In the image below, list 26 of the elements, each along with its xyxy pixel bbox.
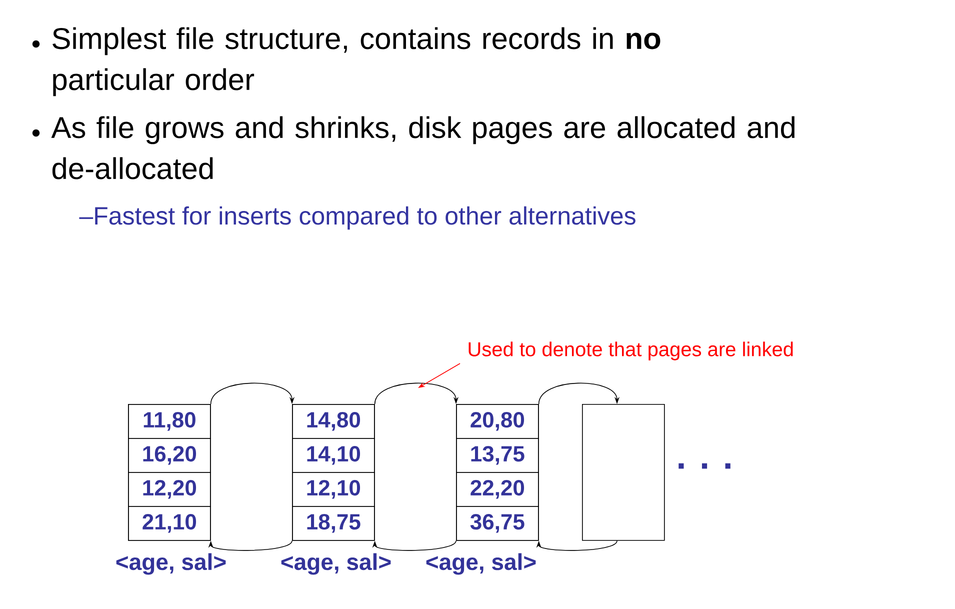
- record-cell: 14,10: [292, 438, 375, 473]
- link-arrow: [208, 540, 292, 551]
- record-cell: 21,10: [128, 506, 211, 541]
- record-cell: 36,75: [456, 506, 539, 541]
- record-cell: 13,75: [456, 438, 539, 473]
- bullet-text: Simplest file structure, contains records in no particular order: [52, 27, 660, 96]
- record-cell: 12,20: [128, 472, 211, 507]
- page-box: [582, 404, 665, 541]
- record-format-label: <age, sal>: [116, 553, 226, 575]
- record-cell: 16,20: [128, 438, 211, 473]
- record-cell: 18,75: [292, 506, 375, 541]
- record-format-label: <age, sal>: [281, 553, 391, 575]
- record-cell: 22,20: [456, 472, 539, 507]
- link-arrow: [536, 540, 618, 551]
- link-arrow: [210, 382, 295, 404]
- link-arrow: [538, 382, 620, 404]
- record-cell: 12,10: [292, 472, 375, 507]
- record-cell: 14,80: [292, 404, 375, 439]
- record-cell: 20,80: [456, 404, 539, 439]
- link-arrow: [372, 540, 456, 551]
- record-cell: 11,80: [128, 404, 211, 439]
- record-format-label: <age, sal>: [426, 553, 536, 575]
- annotation-text: Used to denote that pages are linked: [468, 342, 793, 360]
- bullet-text: As file grows and shrinks, disk pages are allocated and de-allocated: [51, 116, 794, 180]
- sub-bullet-text: –Fastest for inserts compared to other alternatives: [79, 206, 636, 230]
- link-arrow: [374, 382, 459, 404]
